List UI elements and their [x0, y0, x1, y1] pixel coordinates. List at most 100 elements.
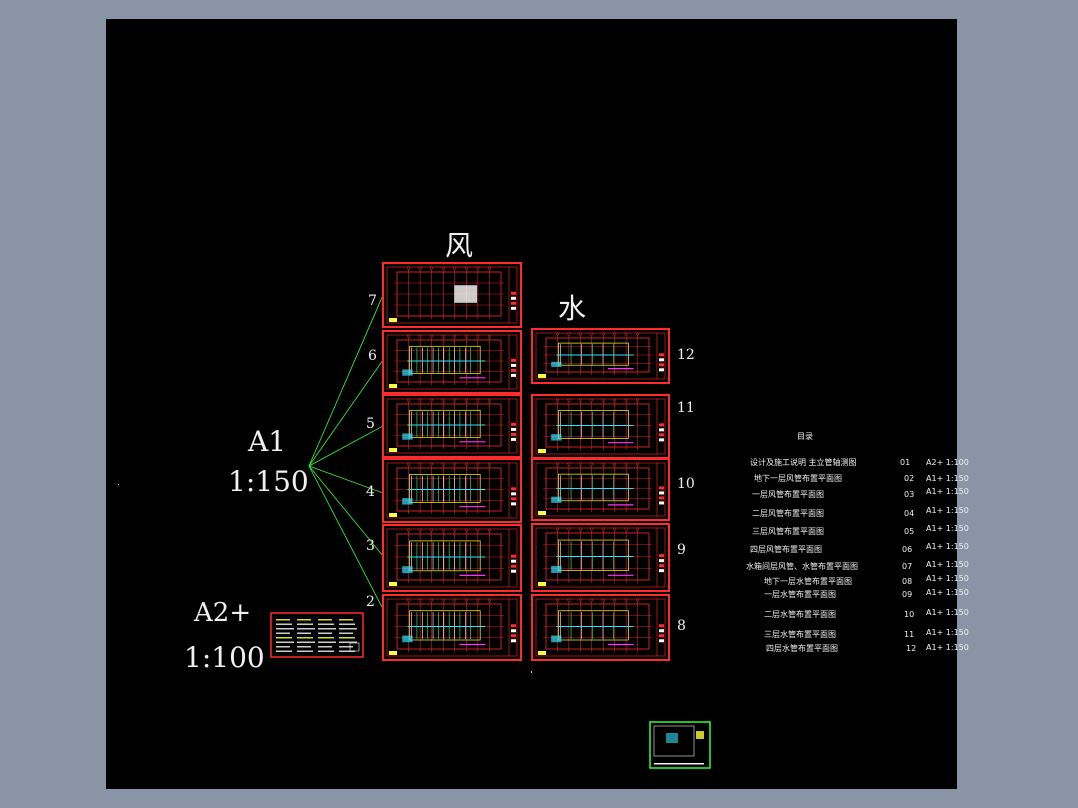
- axis-bubble: [578, 527, 582, 531]
- title-block-cell: [511, 624, 516, 628]
- overview-tag: [696, 731, 704, 739]
- notes-text-line: [339, 632, 353, 634]
- axis-bubble: [476, 598, 480, 602]
- axis-bubble: [430, 334, 434, 338]
- notes-text-line: [276, 632, 290, 634]
- equipment-block: [402, 635, 413, 643]
- a2-size-label: A2+: [193, 598, 251, 628]
- index-title: 目录: [797, 432, 813, 441]
- overview-sheet[interactable]: [649, 721, 711, 769]
- axis-bubble: [555, 527, 559, 531]
- axis-bubble: [476, 334, 480, 338]
- axis-bubble: [407, 598, 411, 602]
- sheet-inner-frame: [535, 462, 666, 517]
- equipment-block: [402, 498, 413, 505]
- sheet-number-7: 7: [368, 293, 377, 309]
- axis-bubble: [613, 598, 617, 602]
- leader-line: [308, 465, 384, 494]
- sheet-frame: [531, 594, 670, 661]
- axis-bubble: [407, 528, 411, 532]
- title-block-cell: [659, 368, 664, 372]
- title-block-cell: [511, 639, 516, 643]
- title-block-cell: [511, 559, 516, 563]
- equipment-block: [402, 433, 413, 440]
- index-row-no: 02: [904, 474, 914, 483]
- notes-text-line: [297, 628, 315, 630]
- sheet-inner-frame: [386, 398, 518, 454]
- axis-bubble: [464, 598, 468, 602]
- axis-bubble: [430, 266, 434, 270]
- sheet-tag: [538, 449, 546, 453]
- index-row-name: 三层水管布置平面图: [764, 629, 836, 639]
- sheet-tag: [389, 651, 397, 655]
- sheet-frame: [531, 523, 670, 592]
- sheet-frame: [531, 458, 670, 521]
- title-block-cell: [659, 486, 664, 490]
- axis-bubble: [418, 598, 422, 602]
- index-row-scale: A1+ 1:150: [926, 474, 969, 483]
- cad-drawing-canvas[interactable]: 风 水 A1 1:150 A2+ 1:100 7 6 5 4 3 2 12 11…: [106, 19, 969, 789]
- sheet-tag: [389, 448, 397, 452]
- sheet-tag: [538, 511, 546, 515]
- axis-bubble: [464, 266, 468, 270]
- wind-sheet-column: [382, 262, 522, 661]
- leader-line: [308, 425, 384, 467]
- sheet-tag: [389, 582, 397, 586]
- sheet-inner-frame: [535, 332, 666, 380]
- sheet-tag: [538, 374, 546, 378]
- title-block-cell: [659, 433, 664, 437]
- index-row-scale: A1+ 1:150: [926, 608, 969, 617]
- sheet-tag: [538, 582, 546, 586]
- axis-bubble: [555, 462, 559, 466]
- notes-text-line: [276, 646, 290, 648]
- index-row-name: 水箱间层风管、水管布置平面图: [746, 561, 858, 571]
- sheet-inner-frame: [386, 462, 518, 519]
- axis-bubble: [430, 462, 434, 466]
- index-table: 设计及施工说明 主立管轴测图 01 A2+ 1:100 地下一层风管布置平面图 …: [746, 457, 969, 653]
- leader-line: [308, 294, 384, 467]
- title-block-cell: [511, 291, 516, 295]
- axis-bubble: [567, 462, 571, 466]
- design-notes-sheet[interactable]: [270, 612, 364, 658]
- index-row-no: 04: [904, 509, 914, 518]
- notes-text-line: [297, 650, 313, 652]
- overview-caption-line: [654, 763, 704, 765]
- title-block-cell: [511, 629, 516, 633]
- axis-bubble: [590, 332, 594, 336]
- title-block-cell: [659, 353, 664, 357]
- axis-bubble: [578, 598, 582, 602]
- index-row-name: 四层水管布置平面图: [766, 643, 838, 653]
- sheet-inner-frame: [386, 528, 518, 588]
- sheet-number-4: 4: [366, 484, 375, 500]
- stray-dot: [118, 484, 119, 485]
- axis-bubble: [624, 462, 628, 466]
- sheet-number-12: 12: [677, 347, 695, 363]
- axis-bubble: [636, 398, 640, 402]
- axis-bubble: [613, 527, 617, 531]
- index-row-name: 一层风管布置平面图: [752, 489, 824, 499]
- axis-bubble: [453, 462, 457, 466]
- index-row-name: 一层水管布置平面图: [764, 589, 836, 599]
- duct-outline: [409, 474, 481, 503]
- title-block-cell: [511, 634, 516, 638]
- water-group-label: 水: [558, 292, 586, 325]
- notes-text-line: [339, 628, 357, 630]
- index-row-scale: A1+ 1:150: [926, 524, 969, 533]
- leader-lines: [308, 294, 384, 610]
- sheet-frame: [382, 524, 522, 592]
- sheet-frame: [382, 458, 522, 523]
- title-block-cell: [659, 496, 664, 500]
- leader-line: [308, 465, 384, 557]
- stray-dot: [531, 671, 532, 673]
- title-block-cell: [659, 634, 664, 638]
- title-block-cell: [659, 559, 664, 563]
- sheet-frame: [531, 328, 670, 384]
- index-row-no: 09: [902, 590, 912, 599]
- title-block-cell: [511, 358, 516, 362]
- equipment-block: [551, 496, 562, 503]
- axis-bubble: [430, 398, 434, 402]
- title-block-cell: [511, 554, 516, 558]
- axis-bubble: [555, 598, 559, 602]
- notes-text-line: [297, 646, 311, 648]
- duct-outline: [409, 610, 481, 641]
